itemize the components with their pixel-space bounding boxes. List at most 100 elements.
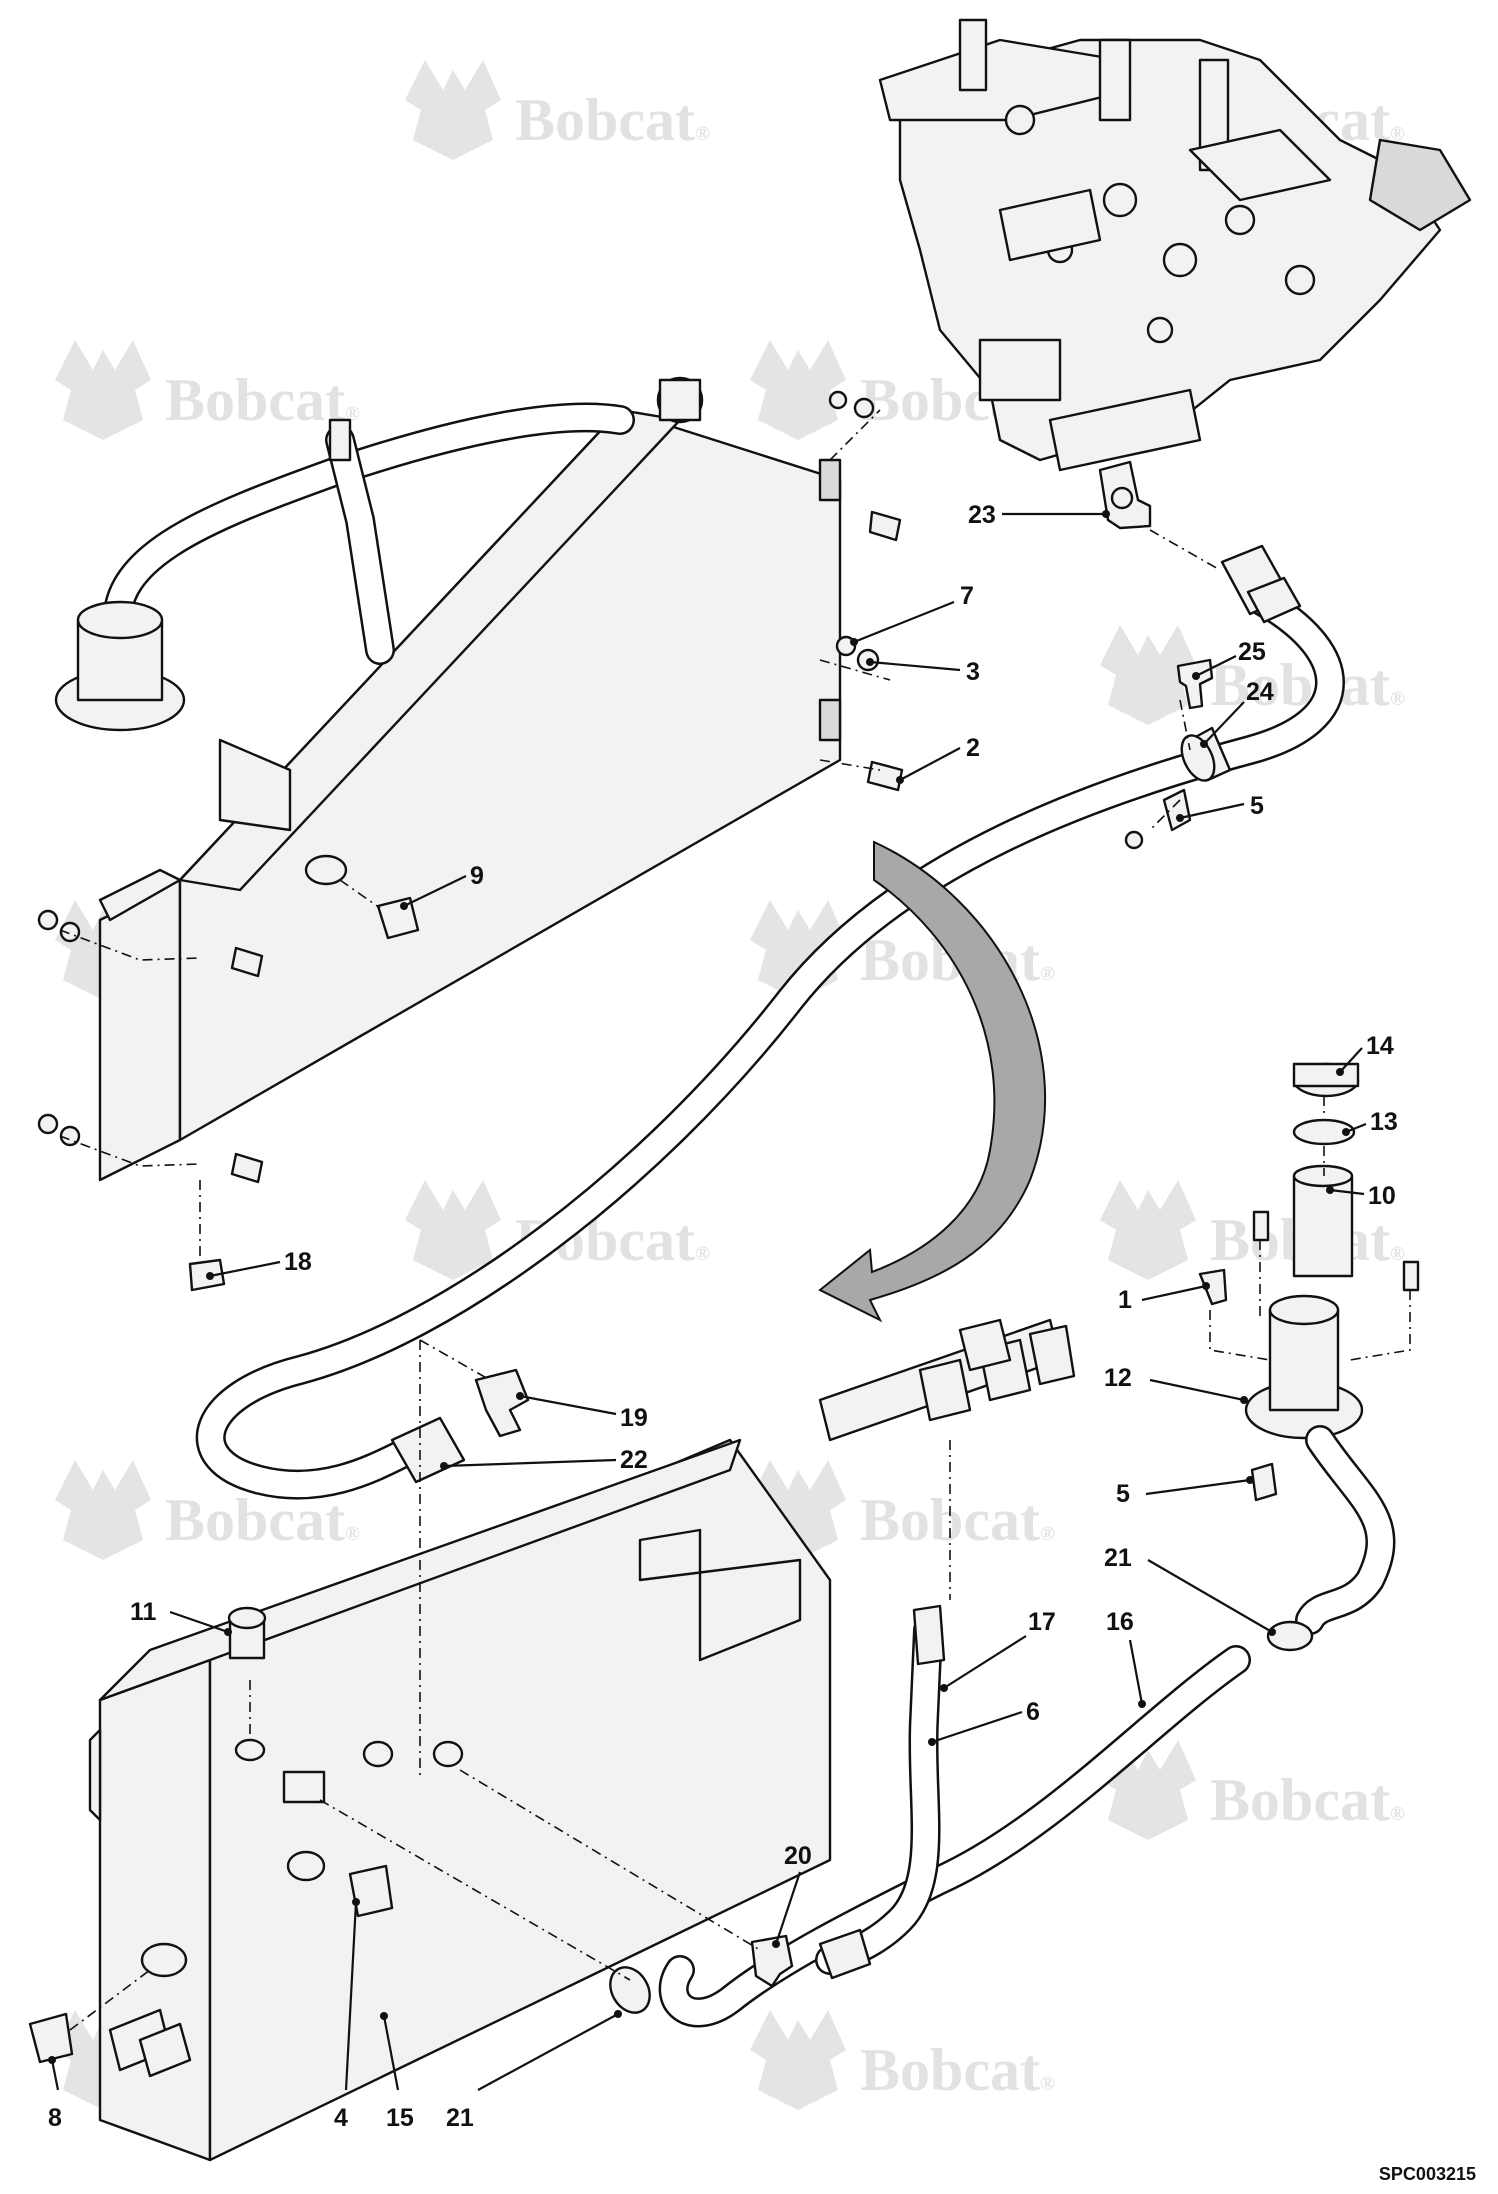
callout-label: 7 [960, 582, 974, 610]
callout-17: 17 [940, 1608, 1056, 1692]
watermark-mark: ® [695, 123, 710, 145]
callout-label: 17 [1028, 1608, 1056, 1636]
filler-assembly [1198, 1062, 1420, 1502]
callout-label: 22 [620, 1446, 648, 1474]
screw-icon [1252, 1210, 1270, 1242]
callout-label: 1 [1118, 1286, 1132, 1314]
callout-label: 19 [620, 1404, 648, 1432]
hose-clamp-21-lower [609, 1966, 651, 2014]
callout-label: 21 [446, 2104, 474, 2132]
washer-icon [59, 921, 81, 943]
hose-clamp-21-icon [1266, 1620, 1314, 1652]
watermark-brand: Bobcat [1210, 1767, 1390, 1833]
return-hose-upper [54, 402, 635, 732]
callout-4: 4 [334, 1898, 360, 2132]
callout-label: 11 [130, 1598, 157, 1626]
callout-label: 4 [334, 2104, 348, 2132]
callout-label: 6 [1026, 1698, 1040, 1726]
callout-7: 7 [850, 582, 974, 646]
watermark-mark: ® [1040, 1523, 1055, 1545]
callout-label: 12 [1104, 1364, 1132, 1392]
callout-22: 22 [440, 1446, 648, 1474]
svg-text:Bobcat®: Bobcat® [860, 2037, 1055, 2103]
watermark: Bobcat® [1100, 1180, 1405, 1280]
watermark: Bobcat® [405, 60, 710, 160]
callout-3: 3 [866, 658, 980, 686]
bolt-icon [230, 1152, 264, 1184]
bobcat-logo-icon [405, 1180, 501, 1280]
hydraulic-tank-lower [28, 1438, 832, 2162]
callout-23: 23 [968, 501, 1110, 529]
callout-13: 13 [1342, 1108, 1398, 1136]
control-valve [878, 18, 1472, 472]
filler-hose [658, 1425, 1396, 2028]
watermark-mark: ® [1390, 123, 1405, 145]
svg-text:Bobcat®: Bobcat® [165, 1487, 360, 1553]
callout-label: 14 [1366, 1032, 1394, 1060]
bobcat-logo-icon [55, 1460, 151, 1560]
callout-12: 12 [1104, 1364, 1248, 1404]
bobcat-logo-icon [750, 2010, 846, 2110]
tee-fitting-23 [1098, 460, 1152, 530]
callout-25: 25 [1192, 638, 1266, 680]
assembly-lines [59, 409, 1411, 2031]
callout-label: 24 [1246, 678, 1274, 706]
bobcat-logo-icon [405, 60, 501, 160]
watermark-mark: ® [695, 1243, 710, 1265]
seal-ring-icon [432, 1740, 464, 1768]
callout-14: 14 [1336, 1032, 1394, 1076]
watermark-mark: ® [1390, 1803, 1405, 1825]
plug-9-icon [376, 896, 420, 940]
washer-icon [853, 397, 875, 419]
screw-icon [1402, 1260, 1420, 1292]
upper-fasteners [37, 390, 904, 1292]
svg-text:Bobcat®: Bobcat® [165, 367, 360, 433]
callout-15: 15 [380, 2012, 414, 2132]
clip-5-upper [1124, 788, 1192, 850]
callout-11: 11 [130, 1598, 232, 1636]
callout-6: 6 [928, 1698, 1040, 1746]
callout-label: 2 [966, 734, 980, 762]
watermark: Bobcat® [55, 1460, 360, 1560]
watermark-mark: ® [1040, 2073, 1055, 2095]
screw-1-icon [1198, 1268, 1228, 1306]
hose-fitting-22 [390, 1416, 466, 1484]
watermark: Bobcat® [405, 1180, 710, 1280]
svg-text:Bobcat®: Bobcat® [860, 1487, 1055, 1553]
adapter-icon [282, 1770, 326, 1804]
bobcat-logo-icon [1100, 625, 1196, 725]
clip-5-lower-icon [1250, 1462, 1278, 1502]
bobcat-logo-icon [1100, 1180, 1196, 1280]
washer-icon [59, 1125, 81, 1147]
plug-8-icon [28, 2012, 74, 2064]
callout-19: 19 [516, 1392, 648, 1432]
fitting-17-icon [912, 1604, 946, 1666]
svg-text:Bobcat®: Bobcat® [1210, 652, 1405, 718]
callout-label: 5 [1116, 1480, 1130, 1508]
callout-label: 15 [386, 2104, 414, 2132]
callout-9: 9 [400, 862, 484, 910]
elbow-fitting-20 [750, 1934, 794, 1988]
watermark-brand: Bobcat [860, 1487, 1040, 1553]
bobcat-logo-icon [750, 340, 846, 440]
watermark-brand: Bobcat [515, 87, 695, 153]
svg-text:Bobcat®: Bobcat® [1210, 1767, 1405, 1833]
watermark-brand: Bobcat [165, 367, 345, 433]
callout-16: 16 [1106, 1608, 1146, 1708]
callout-5-upper: 5 [1176, 792, 1264, 822]
nut-icon [37, 909, 59, 931]
bolt-icon [868, 510, 902, 542]
port-icon [234, 1738, 266, 1762]
callout-10: 10 [1326, 1182, 1396, 1210]
callout-2: 2 [896, 734, 980, 784]
callout-label: 16 [1106, 1608, 1134, 1636]
watermark: Bobcat® [750, 1460, 1055, 1560]
callout-label: 21 [1104, 1544, 1132, 1572]
watermark: Bobcat® [1100, 1740, 1405, 1840]
callout-5-lower: 5 [1116, 1476, 1254, 1508]
watermark-mark: ® [1390, 688, 1405, 710]
seal-ring-icon [304, 854, 348, 886]
callout-21-upper: 21 [1104, 1544, 1276, 1636]
manifold-block [818, 1318, 1076, 1442]
